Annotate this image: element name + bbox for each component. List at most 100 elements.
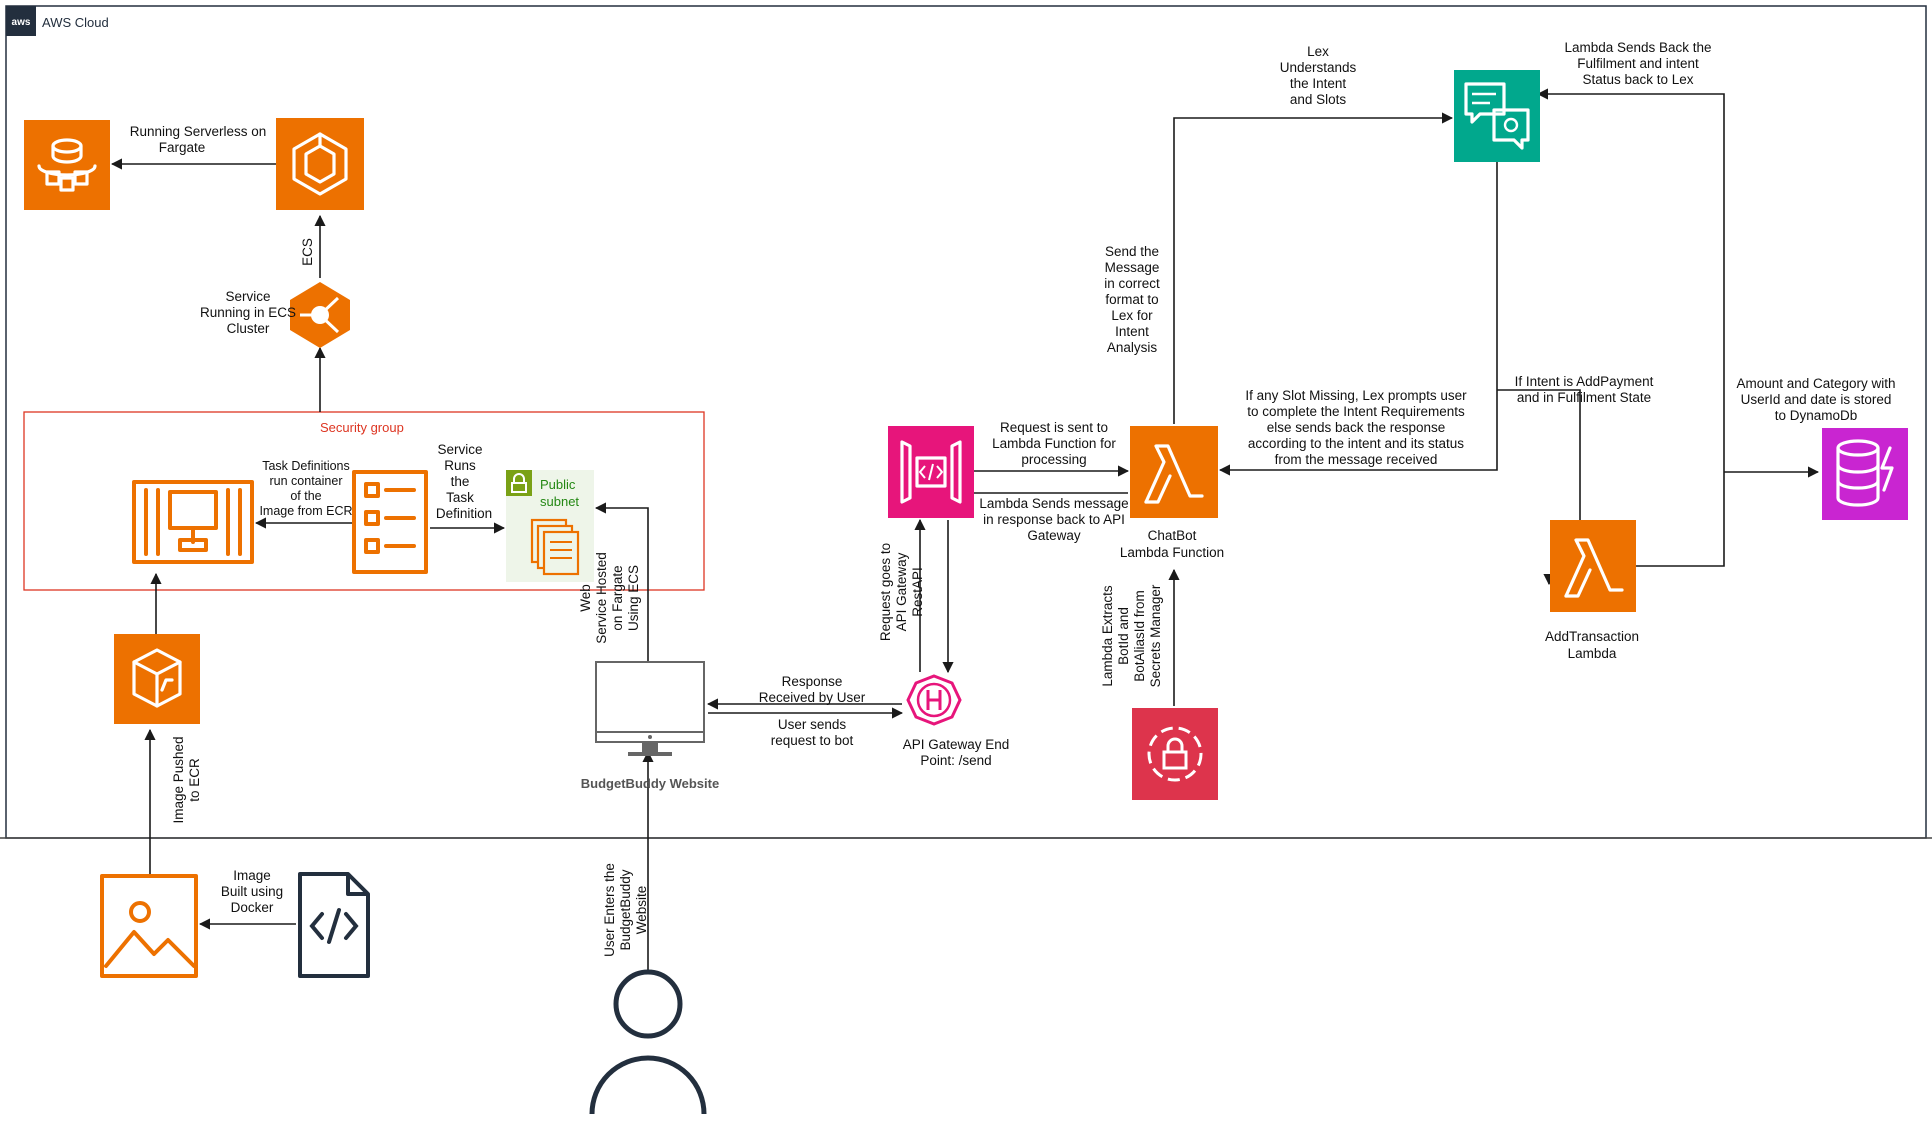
svg-text:Send the: Send the [1105,244,1159,259]
arrow-addtransaction-to-lex [1536,88,1725,567]
svg-text:RestAPI: RestAPI [910,567,925,617]
annotation-fulfilment-back: Lambda Sends Back the Fulfilment and int… [1564,40,1711,87]
ecs-service-icon [290,282,350,348]
svg-text:Response: Response [782,674,843,689]
svg-text:request to bot: request to bot [771,733,854,748]
svg-text:Lambda Function for: Lambda Function for [992,436,1116,451]
svg-text:Message: Message [1105,260,1160,275]
svg-text:Web: Web [578,584,593,612]
aws-badge: aws [12,17,31,28]
svg-text:Running in ECS: Running in ECS [200,305,296,320]
annotation-running-serverless: Running Serverless on Fargate [130,124,267,155]
annotation-lambda-extracts: Lambda Extracts BotId and BotAliasId fro… [1100,584,1163,687]
svg-text:Secrets Manager: Secrets Manager [1148,584,1163,687]
arrow-chatbot-to-lex [1173,112,1454,424]
svg-text:User sends: User sends [778,717,847,732]
desktop-icon [595,661,705,756]
subnet-label-2: subnet [540,494,579,509]
annotation-response-received: Response Received by User [759,674,866,705]
svg-text:Definition: Definition [436,506,492,521]
annotation-service-runs: Service Runs the Task Definition [436,442,492,521]
svg-text:Image from ECR: Image from ECR [259,504,352,518]
chatbot-label-2: Lambda Function [1120,545,1224,560]
api-gateway-icon [888,426,974,518]
svg-text:from the message received: from the message received [1275,452,1438,467]
annotation-image-pushed: Image Pushed to ECR [171,736,202,823]
code-file-icon [298,872,370,978]
svg-text:processing: processing [1021,452,1086,467]
svg-text:Lambda Sends message: Lambda Sends message [979,496,1128,511]
svg-text:Received by User: Received by User [759,690,866,705]
svg-text:Image Pushed: Image Pushed [171,736,186,823]
svg-text:in response back to API: in response back to API [983,512,1125,527]
annotation-web-service-hosted: Web Service Hosted on Fargate Using ECS [578,552,641,644]
svg-text:and in Fulfilment State: and in Fulfilment State [1517,390,1651,405]
security-group: Security group [23,411,705,591]
svg-text:Request goes to: Request goes to [878,543,893,641]
arrow-lex-to-chatbot [1218,162,1498,476]
addtransaction-label-2: Lambda [1568,646,1617,661]
svg-text:Website: Website [634,886,649,935]
svg-text:Task Definitions: Task Definitions [262,459,350,473]
dynamodb-icon [1822,428,1908,520]
image-icon [100,874,198,978]
svg-text:in correct: in correct [1104,276,1160,291]
addtransaction-lambda-icon [1550,520,1636,612]
svg-text:BudgetBuddy: BudgetBuddy [618,869,633,950]
svg-text:Request is sent to: Request is sent to [1000,420,1108,435]
svg-text:BotAliasId from: BotAliasId from [1132,590,1147,682]
svg-text:Runs: Runs [444,458,476,473]
public-subnet: Public subnet [506,470,594,582]
endpoint-label-2: Point: /send [920,753,991,768]
chatbot-lambda-icon [1130,426,1218,518]
ecs-icon [276,118,364,210]
subnet-label-1: Public [540,477,576,492]
annotation-request-sent: Request is sent to Lambda Function for p… [992,420,1116,467]
svg-text:to ECR: to ECR [187,758,202,802]
svg-text:User Enters the: User Enters the [602,863,617,957]
svg-text:Status back to Lex: Status back to Lex [1582,72,1693,87]
svg-text:Using ECS: Using ECS [626,565,641,631]
annotation-image-built: Image Built using Docker [221,868,283,915]
api-endpoint-icon [906,674,962,726]
svg-text:to DynamoDb: to DynamoDb [1775,408,1858,423]
aws-cloud-icon [6,6,36,36]
annotation-lex-understands: Lex Understands the Intent and Slots [1280,44,1357,107]
svg-text:Image: Image [233,868,271,883]
endpoint-label-1: API Gateway End [903,737,1010,752]
fargate-icon [24,120,110,210]
svg-text:BotId and: BotId and [1116,607,1131,665]
svg-text:and Slots: and Slots [1290,92,1347,107]
annotation-send-message: Send the Message in correct format to Le… [1104,244,1160,355]
task-definition-icon [352,470,428,574]
lex-icon [1454,70,1540,162]
connectors [110,88,1820,972]
annotation-user-sends: User sends request to bot [771,717,854,748]
svg-text:If Intent is AddPayment: If Intent is AddPayment [1515,374,1654,389]
svg-text:If any Slot Missing, Lex promp: If any Slot Missing, Lex prompts user [1245,388,1467,403]
svg-text:format to: format to [1105,292,1158,307]
svg-text:Service: Service [437,442,482,457]
line-lex-to-addtransaction [1497,389,1581,582]
subnet-documents-icon [530,518,580,576]
svg-text:Intent: Intent [1115,324,1149,339]
svg-text:on Fargate: on Fargate [610,565,625,630]
svg-text:Task: Task [446,490,474,505]
annotation-slot-missing: If any Slot Missing, Lex prompts user to… [1245,388,1467,467]
user-icon [589,969,707,1115]
svg-text:Built using: Built using [221,884,283,899]
svg-text:Analysis: Analysis [1107,340,1158,355]
svg-text:UserId and date is stored: UserId and date is stored [1741,392,1892,407]
svg-text:Service: Service [225,289,270,304]
container-icon [132,480,254,564]
annotation-request-goes: Request goes to API Gateway RestAPI [878,543,925,641]
svg-text:Lex for: Lex for [1111,308,1153,323]
svg-text:of the: of the [290,489,321,503]
svg-text:to complete the Intent Require: to complete the Intent Requirements [1247,404,1465,419]
addtransaction-label-1: AddTransaction [1545,629,1639,644]
svg-text:Cluster: Cluster [227,321,270,336]
annotation-user-enters: User Enters the BudgetBuddy Website [602,863,649,957]
annotation-service-running: Service Running in ECS Cluster [200,289,296,336]
